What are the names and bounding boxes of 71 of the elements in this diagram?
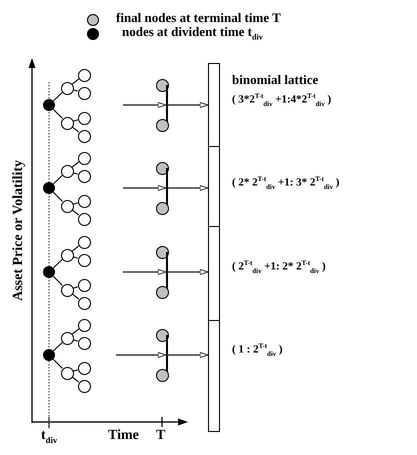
terminal-node <box>156 286 168 298</box>
axis-title: Asset Price or Volatility <box>11 160 27 301</box>
tree-node <box>78 362 90 374</box>
tree-branch <box>52 192 63 202</box>
terminal-node <box>156 118 168 132</box>
tree-node <box>60 82 74 94</box>
lattice-segment <box>208 63 220 147</box>
arrow <box>168 185 208 191</box>
dividend-node <box>43 266 55 278</box>
formula-text: ( 3*2$^{T-t}$$_{div}$ +1:4*2$^{T-t}$$_{div}$ ) <box>232 93 332 108</box>
dividend-node <box>43 99 55 111</box>
arrow <box>122 102 166 108</box>
dividend-node <box>43 349 55 361</box>
terminal-node <box>156 202 168 214</box>
tree-node <box>78 318 90 332</box>
legend-text: final nodes at terminal time T <box>116 10 281 26</box>
tree-branch <box>52 358 63 369</box>
tree-node <box>60 284 74 296</box>
arrow <box>122 269 166 275</box>
tree-node <box>60 116 74 130</box>
lattice-segment <box>208 227 220 321</box>
arrow <box>168 269 208 275</box>
tree-branch <box>52 276 63 286</box>
formula-text: ( 2* 2$^{T-t}$$_{div}$ +1: 3* 2$^{T-t}$$_{div}$ ) <box>232 176 340 191</box>
lattice-title: binomial lattice <box>232 72 318 88</box>
tree-node <box>60 332 74 344</box>
tree-node <box>78 236 90 248</box>
tick-label: t$_{div}$ <box>41 428 58 445</box>
terminal-node <box>156 328 168 342</box>
tree-node <box>60 366 74 380</box>
terminal-node <box>156 78 168 92</box>
terminal-node <box>156 368 168 382</box>
tree-node <box>78 380 90 392</box>
tick-label: T <box>156 428 166 444</box>
lattice-segment <box>208 321 220 432</box>
tree-node <box>78 130 90 142</box>
tree-node <box>78 278 90 292</box>
tree-node <box>78 336 90 350</box>
tree-node <box>60 200 74 212</box>
tree-node <box>78 170 90 182</box>
tree-node <box>78 112 90 124</box>
tree-node <box>60 164 74 178</box>
tree-branch <box>72 245 80 252</box>
tree-node <box>78 86 90 100</box>
tree-branch <box>52 92 63 102</box>
tree-node <box>78 194 90 208</box>
tree-node <box>60 248 74 262</box>
terminal-node <box>156 162 168 174</box>
arrow <box>122 185 166 191</box>
arrow <box>168 102 208 108</box>
tree-branch <box>72 161 80 168</box>
axis-title: Time <box>108 428 139 444</box>
tree-branch <box>52 174 63 184</box>
formula-text: ( 1 : 2$^{T-t}$$_{div}$ ) <box>232 343 283 358</box>
tree-node <box>78 152 90 164</box>
tree-branch <box>52 108 63 119</box>
dividend-node <box>43 182 55 194</box>
tree-node <box>78 296 90 310</box>
arrow <box>168 352 208 358</box>
tree-branch <box>72 328 80 335</box>
formula-text: ( 2$^{T-t}$$_{div}$ +1: 2* 2$^{T-t}$$_{div}$ ) <box>232 260 326 275</box>
tree-branch <box>52 342 63 352</box>
legend-text: nodes at divident time t$_{div}$ <box>122 24 263 42</box>
arrow <box>116 352 166 358</box>
tree-node <box>78 212 90 226</box>
tree-node <box>78 254 90 266</box>
lattice-segment <box>208 147 220 227</box>
tree-branch <box>72 78 80 85</box>
terminal-node <box>156 246 168 258</box>
tree-node <box>78 68 90 82</box>
tree-branch <box>52 258 63 268</box>
